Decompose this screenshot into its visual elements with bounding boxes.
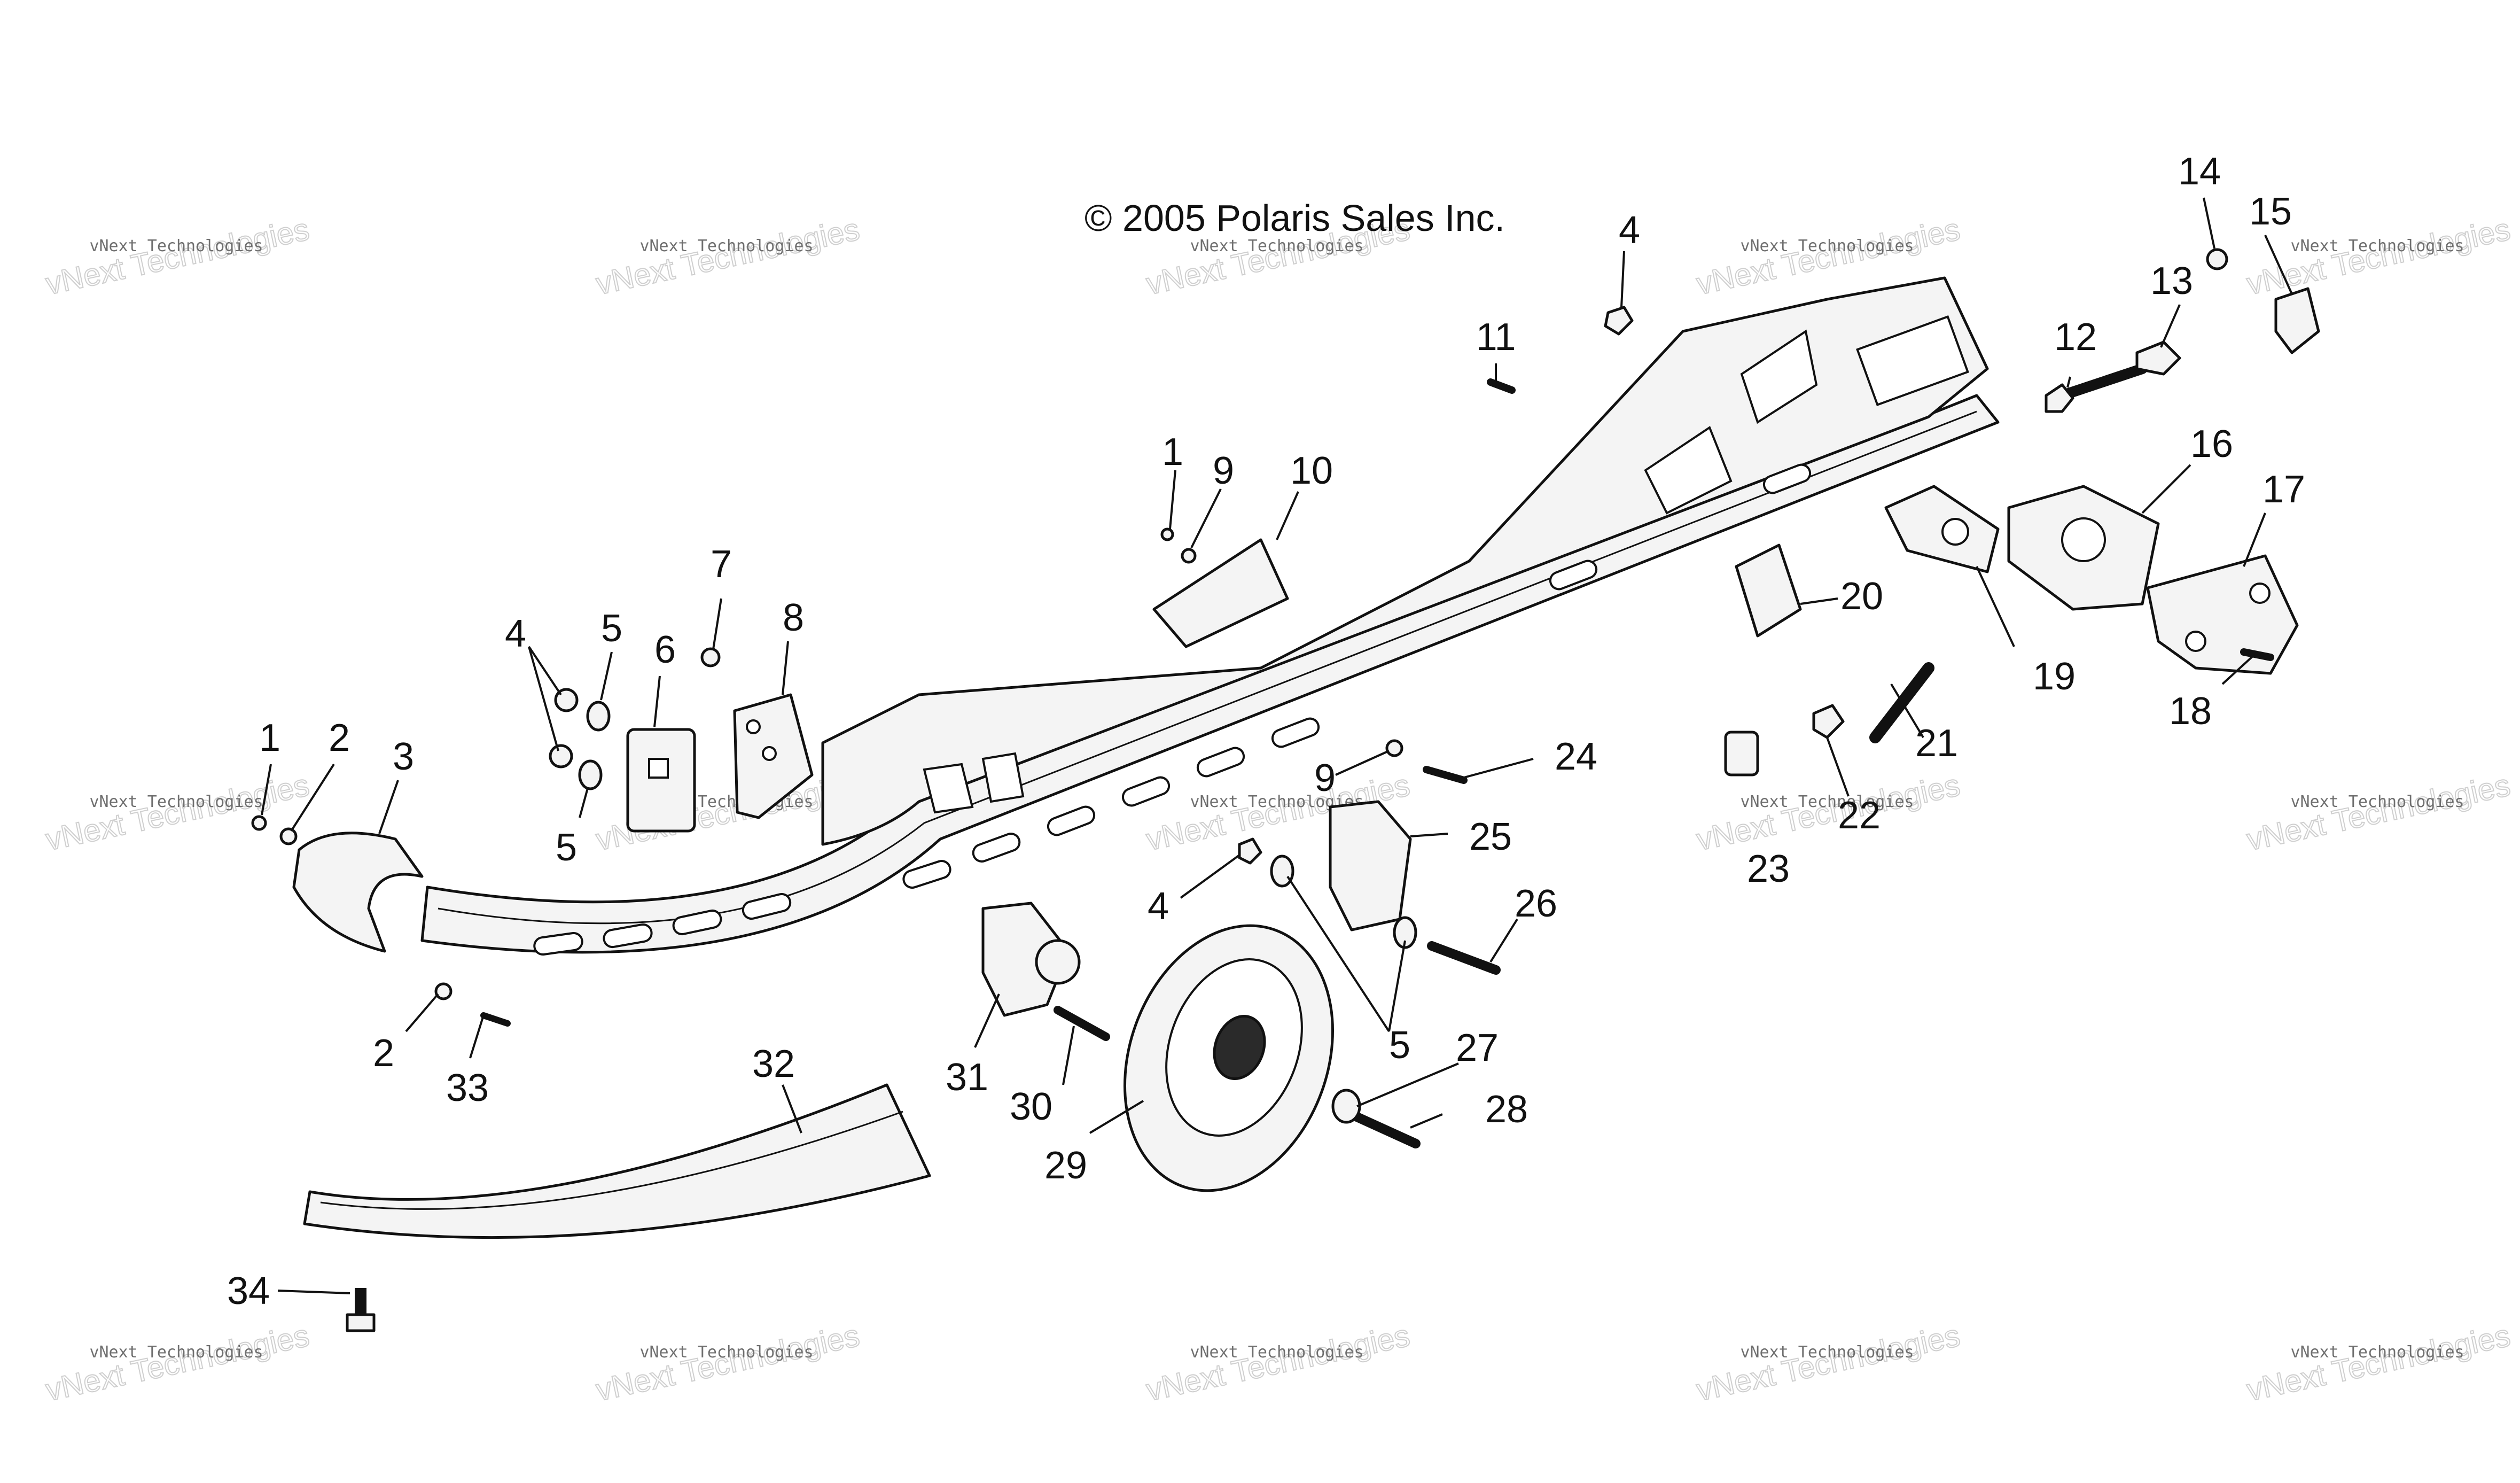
callout-2-lower: 2 xyxy=(373,1032,394,1075)
copyright-text: © 2005 Polaris Sales Inc. xyxy=(1085,197,1505,239)
callout-13: 13 xyxy=(2150,260,2193,302)
wheel-mount-31 xyxy=(981,902,1081,1017)
slide-rail xyxy=(420,276,2000,956)
watermark-small-text: vNext Technologies xyxy=(2290,237,2464,255)
leader-lines xyxy=(261,197,2293,1294)
callout-10: 10 xyxy=(1290,449,1333,492)
bracket-17 xyxy=(2146,554,2299,675)
callout-3: 3 xyxy=(393,735,414,778)
callout-26: 26 xyxy=(1515,882,1557,925)
callout-11: 11 xyxy=(1476,316,1516,359)
callout-labels: 1 2 3 4 5 5 6 7 8 1 9 10 11 4 12 13 14 1… xyxy=(227,150,2305,1313)
rail-plate-cutouts xyxy=(923,315,1969,814)
bracket-8 xyxy=(733,693,814,819)
callout-30: 30 xyxy=(1010,1085,1052,1128)
watermark-small-text: vNext Technologies xyxy=(639,1343,813,1362)
watermark-small-text: vNext Technologies xyxy=(89,237,263,255)
watermark-small-text: vNext Technologies xyxy=(2290,1343,2464,1362)
rail-slots xyxy=(533,463,1812,956)
callout-12: 12 xyxy=(2054,316,2097,359)
watermark-large-text: vNext Technologies xyxy=(43,1318,312,1408)
callout-31: 31 xyxy=(946,1056,988,1099)
callout-2-front: 2 xyxy=(329,717,350,759)
callout-4-front: 4 xyxy=(505,612,526,655)
rail-tip-cap xyxy=(292,832,424,953)
callout-16: 16 xyxy=(2190,423,2233,465)
watermark-large-text: vNext Technologies xyxy=(2244,1318,2513,1408)
mount-16 xyxy=(2007,485,2160,611)
callout-7: 7 xyxy=(711,543,732,586)
bumper-10 xyxy=(1152,538,1289,648)
watermark-large-text: vNext Technologies xyxy=(1143,1318,1413,1408)
idler-wheel-29 xyxy=(1124,924,1334,1192)
watermark-small-text: vNext Technologies xyxy=(89,793,263,811)
callout-23: 23 xyxy=(1747,848,1790,890)
watermark-small-text: vNext Technologies xyxy=(639,237,813,255)
callout-20: 20 xyxy=(1840,575,1883,618)
block-25 xyxy=(1329,800,1412,931)
watermark-small-text: vNext Technologies xyxy=(89,1343,263,1362)
watermark-large-text: vNext Technologies xyxy=(43,767,312,857)
callout-1-middle: 1 xyxy=(1162,431,1183,473)
callout-27: 27 xyxy=(1456,1027,1499,1069)
watermark-small-text: vNext Technologies xyxy=(1190,1343,1363,1362)
callout-33: 33 xyxy=(446,1067,489,1109)
callout-25: 25 xyxy=(1469,816,1512,858)
plate-19 xyxy=(1884,485,2000,573)
callout-8: 8 xyxy=(783,596,804,639)
watermark-large-text: vNext Technologies xyxy=(593,212,862,301)
watermark-small-text: vNext Technologies xyxy=(1740,237,1914,255)
watermark-small-text: vNext Technologies xyxy=(2290,793,2464,811)
callout-4-top: 4 xyxy=(1619,209,1640,252)
callout-14: 14 xyxy=(2178,150,2221,193)
watermark-small-text: vNext Technologies xyxy=(1740,793,1914,811)
callout-9-top: 9 xyxy=(1213,449,1234,492)
block-20 xyxy=(1735,543,1802,638)
callout-6: 6 xyxy=(654,628,676,671)
bumper-block-6 xyxy=(626,728,696,833)
callout-18: 18 xyxy=(2169,690,2212,733)
callout-5-middle: 5 xyxy=(1389,1024,1410,1067)
watermark-small-text: vNext Technologies xyxy=(1190,237,1363,255)
callout-32: 32 xyxy=(752,1043,795,1085)
watermark-large-text: vNext Technologies xyxy=(1694,1318,1963,1408)
callout-5-front-top: 5 xyxy=(601,607,622,650)
watermark-large-text: vNext Technologies xyxy=(2244,767,2513,857)
watermark-large-text: vNext Technologies xyxy=(1694,767,1963,857)
callout-15: 15 xyxy=(2249,190,2292,233)
slide-strip xyxy=(303,1083,931,1239)
watermark-small-text: vNext Technologies xyxy=(1740,1343,1914,1362)
callout-22: 22 xyxy=(1838,794,1881,837)
callout-28: 28 xyxy=(1485,1088,1528,1131)
callout-21: 21 xyxy=(1915,722,1958,765)
fasteners xyxy=(251,248,2320,1332)
callout-19: 19 xyxy=(2033,655,2076,698)
watermark-large-text: vNext Technologies xyxy=(593,1318,862,1408)
callout-5-front-bottom: 5 xyxy=(556,826,577,869)
watermark-large-text: vNext Technologies xyxy=(43,212,312,301)
callout-24: 24 xyxy=(1555,735,1597,778)
callout-1-front: 1 xyxy=(259,717,280,759)
callout-34: 34 xyxy=(227,1270,270,1313)
callout-4-middle: 4 xyxy=(1148,885,1169,928)
callout-29: 29 xyxy=(1044,1144,1087,1187)
callout-17: 17 xyxy=(2262,468,2305,511)
callout-9-middle: 9 xyxy=(1314,757,1336,799)
